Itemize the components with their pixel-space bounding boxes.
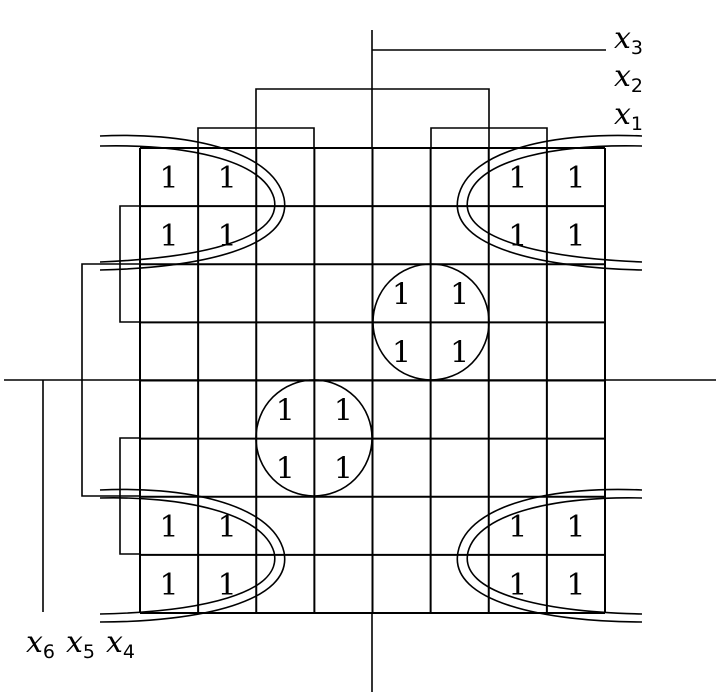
cell-value-one: 1 [566,568,585,603]
cell-value-one: 1 [566,219,585,254]
cell-value-one: 1 [218,219,237,254]
label-x1: x1 [614,97,643,135]
corner-loop-top-right-inner [466,145,643,263]
cell-value-one: 1 [160,568,179,603]
cell-value-one: 1 [392,277,411,312]
cell-value-one: 1 [392,335,411,370]
x1-bracket-left [197,127,315,148]
cell-value-one: 1 [450,335,469,370]
corner-loop-bottom-right-outer [456,488,643,623]
cell-value-one: 1 [508,161,527,196]
cell-value-one: 1 [508,568,527,603]
groupings [99,134,643,623]
cell-values: 1 1 1 1 1 1 1 1 1 1 1 1 1 1 1 1 1 1 1 1 1 1 1 1 [160,161,586,603]
label-x5: x5 [66,625,95,663]
corner-loop-top-left-outer [99,134,286,271]
label-x4: x4 [106,625,135,663]
center-upper-circle [372,263,490,381]
label-x2: x2 [614,59,643,97]
cell-value-one: 1 [508,219,527,254]
variable-labels: x3 x2 x1 x6 x5 x4 [26,21,643,663]
corner-loop-bottom-left-outer [99,488,286,623]
cell-value-one: 1 [160,510,179,545]
corner-loop-top-right-outer [456,134,643,271]
center-lower-circle [255,379,373,497]
cell-value-one: 1 [508,510,527,545]
cell-value-one: 1 [566,161,585,196]
cell-value-one: 1 [160,219,179,254]
cell-value-one: 1 [218,161,237,196]
cell-value-one: 1 [160,161,179,196]
cell-value-one: 1 [450,277,469,312]
corner-loop-top-left-inner [99,145,276,263]
label-x3: x3 [614,21,643,59]
variable-brackets [4,30,716,692]
corner-loop-bottom-right-inner [466,497,643,615]
cell-value-one: 1 [566,510,585,545]
cell-value-one: 1 [334,452,353,487]
cell-value-one: 1 [218,568,237,603]
cell-value-one: 1 [218,510,237,545]
label-x6: x6 [26,625,55,663]
x1-bracket-right [430,127,548,148]
cell-value-one: 1 [276,452,295,487]
cell-value-one: 1 [334,394,353,429]
corner-loop-bottom-left-inner [99,497,276,615]
cell-value-one: 1 [276,394,295,429]
x2-bracket [255,88,490,148]
